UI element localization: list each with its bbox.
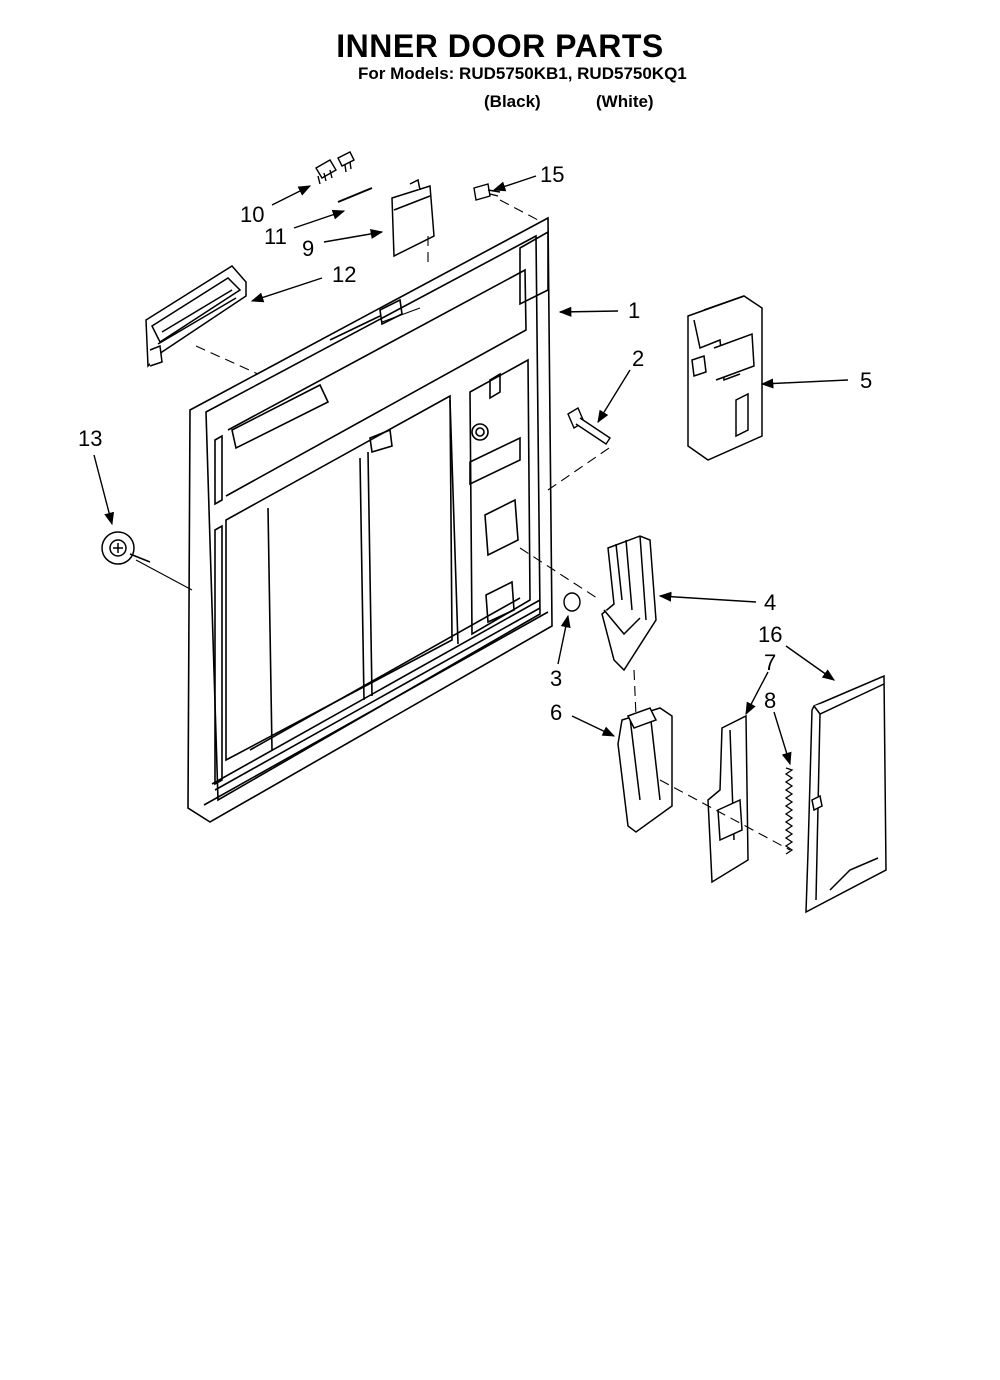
callout-2: 2 xyxy=(632,346,645,371)
hinge-clip-and-screws xyxy=(315,151,355,185)
callout-4: 4 xyxy=(764,590,777,615)
callout-11: 11 xyxy=(264,224,287,249)
callout-1: 1 xyxy=(628,298,641,323)
callout-16: 16 xyxy=(758,622,783,647)
callout-6: 6 xyxy=(550,700,563,725)
handle-insert-part-12 xyxy=(145,265,247,368)
callout-3: 3 xyxy=(550,666,563,691)
callout-5: 5 xyxy=(860,368,873,393)
diagram-title: INNER DOOR PARTS xyxy=(336,28,664,64)
leader-lines xyxy=(135,307,421,591)
striker-part-2 xyxy=(567,406,611,445)
callout-9: 9 xyxy=(302,236,315,261)
rod-part-11 xyxy=(337,187,373,203)
callout-8: 8 xyxy=(764,688,777,713)
cover-panel-part-16 xyxy=(805,674,887,914)
variant-black: (Black) xyxy=(484,92,541,111)
latch-housing-part-5 xyxy=(687,295,763,461)
callout-13: 13 xyxy=(78,426,103,451)
button-part-3 xyxy=(563,592,581,612)
knob-part-13 xyxy=(101,531,151,565)
spring-part-8 xyxy=(784,767,794,855)
inner-door-panel xyxy=(187,216,553,823)
latch-part-4 xyxy=(601,535,657,672)
callout-arrows xyxy=(93,175,849,766)
vent-cover-part-9 xyxy=(391,178,435,258)
latch-base-part-6 xyxy=(617,707,673,833)
assembly-lines xyxy=(195,199,791,851)
callout-7: 7 xyxy=(764,650,777,675)
callout-15: 15 xyxy=(540,162,565,187)
variant-white: (White) xyxy=(596,92,654,111)
models-line: For Models: RUD5750KB1, RUD5750KQ1 xyxy=(358,64,687,83)
slide-part-7 xyxy=(707,714,749,884)
callout-10: 10 xyxy=(240,202,265,227)
screw-part-15 xyxy=(473,183,501,201)
callout-12: 12 xyxy=(332,262,357,287)
